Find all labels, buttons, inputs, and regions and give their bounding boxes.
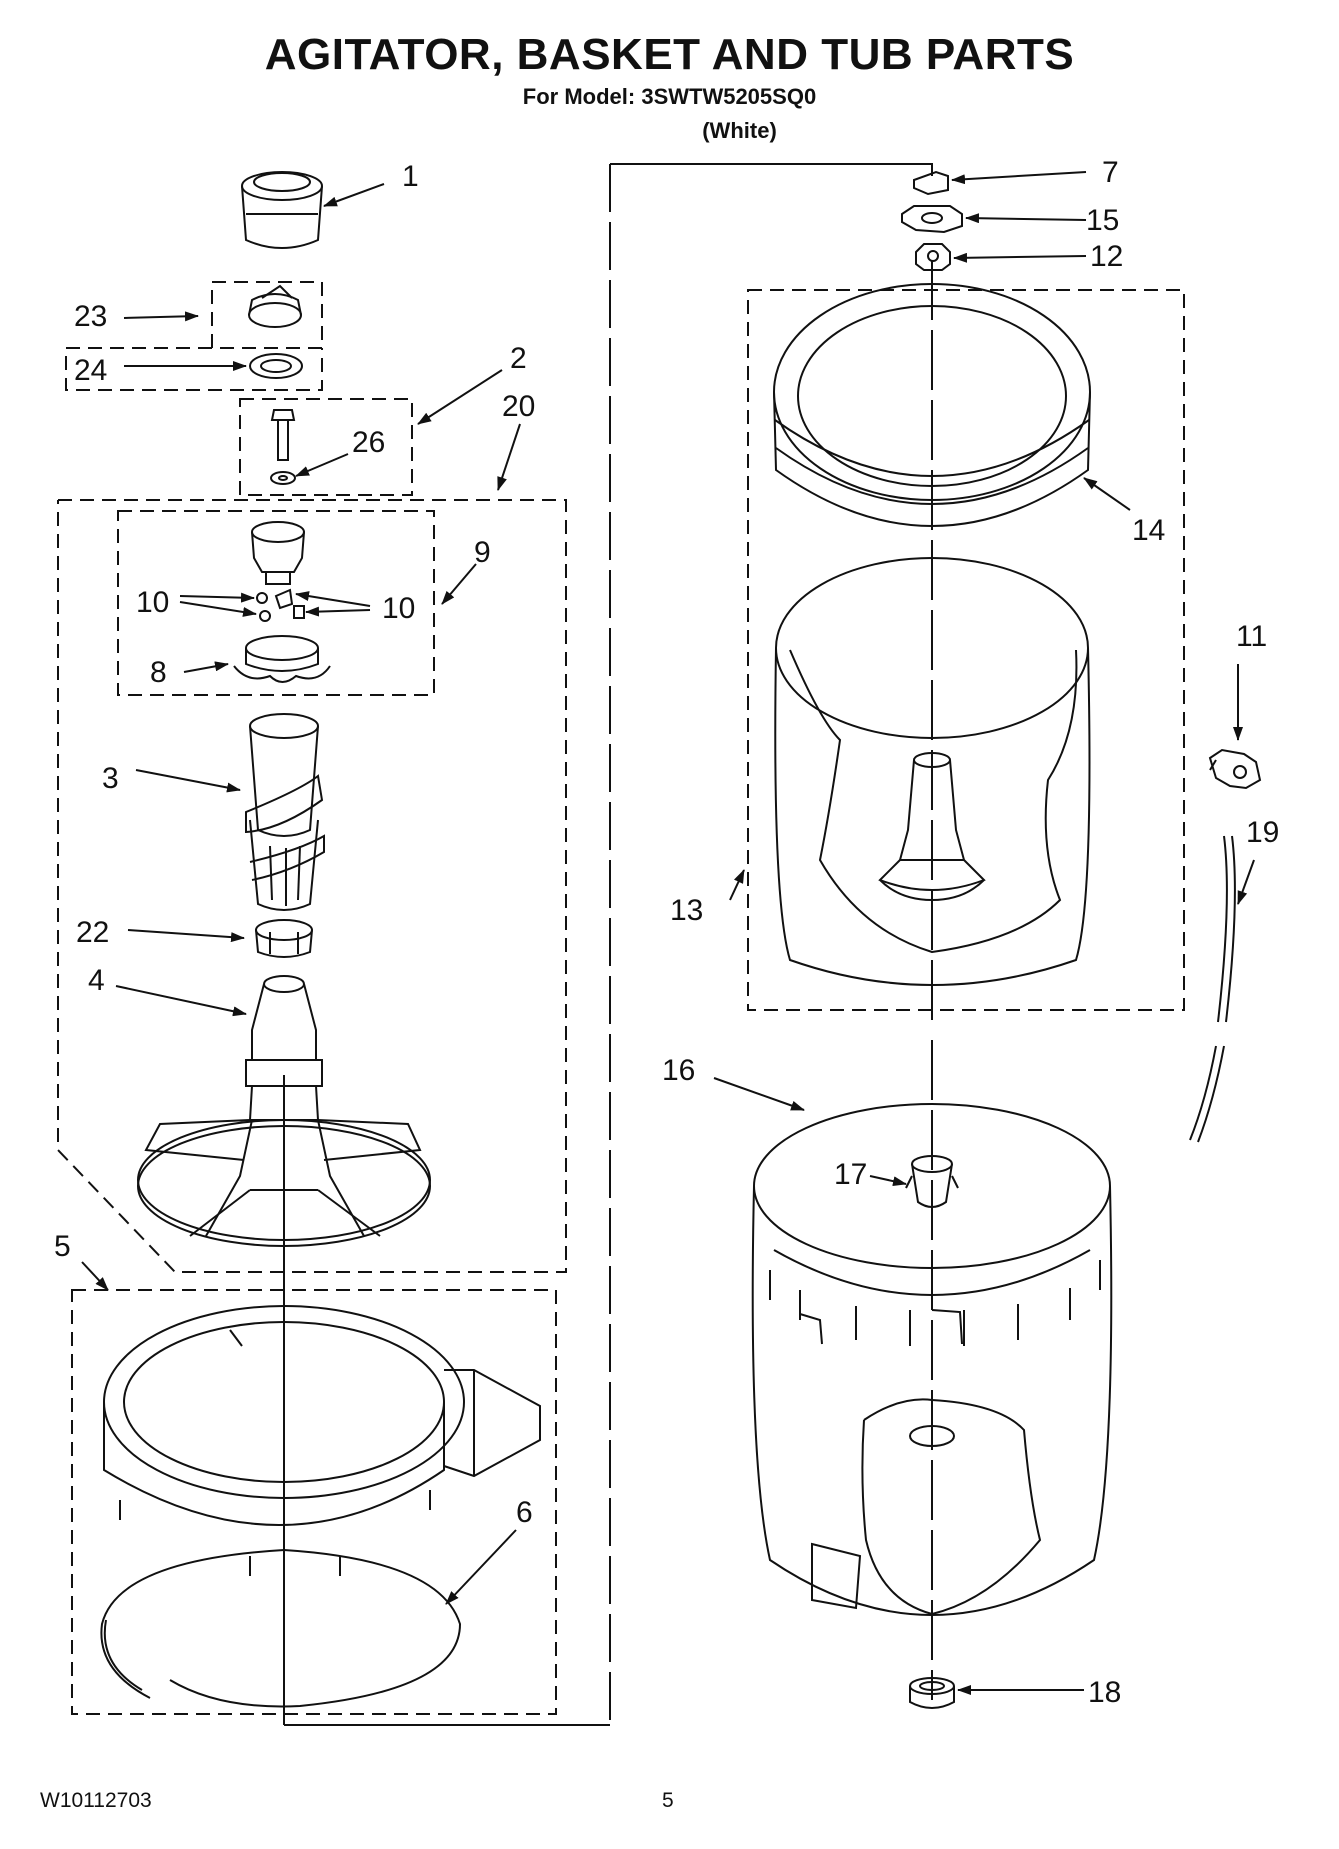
leader-22 [127,929,245,943]
callout-3: 3 [102,762,119,795]
callout-1: 1 [402,160,419,193]
part-1-agitator-cap [241,171,323,249]
callout-19: 19 [1246,816,1279,849]
callout-22: 22 [76,916,109,949]
callout-10b: 10 [382,592,415,625]
document-number: W10112703 [40,1789,152,1812]
leader-12 [953,252,1087,263]
callout-5: 5 [54,1230,71,1263]
connector-line [283,163,933,1726]
part-5-tub-ring [103,1305,541,1576]
leader-17 [869,1175,907,1187]
callout-6: 6 [516,1496,533,1529]
callout-14: 14 [1132,514,1165,547]
callout-23: 23 [74,300,107,333]
part-17-hub-seal [905,1155,959,1208]
callout-26: 26 [352,426,385,459]
group-box-9 [117,510,435,696]
leader-2 [417,369,503,425]
callout-12: 12 [1090,240,1123,273]
group-box-5 [71,1289,557,1715]
part-6-tub-gasket [100,1548,462,1708]
leader-3 [135,769,241,793]
callout-11: 11 [1236,620,1267,653]
group-box-2 [239,398,413,496]
leader-13 [729,869,745,901]
part-7-retainer [913,170,949,196]
part-24-washer [249,353,303,379]
leader-arrows [81,171,1255,1695]
page-title: AGITATOR, BASKET AND TUB PARTS [264,30,1075,79]
leader-10a-upper [179,592,255,603]
callout-7: 7 [1102,156,1119,189]
leader-10a-lower [179,601,257,617]
group-boxes [57,281,1185,1715]
leader-9 [441,563,477,605]
leader-10b-lower [305,606,371,617]
callout-24: 24 [74,354,107,387]
color-subtitle: (White) [702,118,777,143]
part-8-cam-drive [233,635,331,683]
callout-8: 8 [150,656,167,689]
leader-20 [497,423,521,491]
part-15-plate [901,205,963,234]
leader-26 [295,453,349,477]
callout-9: 9 [474,536,491,569]
callout-2: 2 [510,342,527,375]
callout-4: 4 [88,964,105,997]
leader-4 [115,985,247,1017]
part-11-clip [1208,748,1262,790]
part-9-dog-assembly [251,521,305,622]
callout-13: 13 [670,894,703,927]
callout-10a: 10 [136,586,169,619]
leader-15 [965,213,1087,224]
callout-15: 15 [1086,204,1119,237]
leader-5 [81,1261,109,1291]
leader-10b-upper [295,591,371,607]
page-number: 5 [662,1789,674,1812]
part-26-bolt [270,409,296,485]
group-box-20 [57,499,567,1273]
leader-7 [951,171,1087,185]
leader-14 [1083,477,1131,511]
part-23-cap-insert [248,284,302,328]
part-16-outer-tub [751,1103,1113,1616]
part-22-drive-bell [255,919,313,958]
callout-20: 20 [502,390,535,423]
callout-18: 18 [1088,1676,1121,1709]
leader-1 [323,183,385,207]
part-14-balance-ring [773,283,1091,527]
leader-8 [183,661,229,673]
leader-6 [445,1529,517,1605]
part-19-hose [1189,835,1236,1143]
leader-16 [713,1077,805,1111]
leader-19 [1237,859,1255,905]
group-box-24 [65,347,323,391]
group-box-13 [747,289,1185,1011]
callout-labels: 1 2 3 4 5 6 7 8 9 10 10 11 12 13 14 15 1… [54,156,1279,1709]
part-18-bearing [909,1677,955,1709]
part-4-agitator-base [137,975,431,1247]
group-box-23 [211,281,323,349]
part-12-nut [915,243,951,271]
part-13-basket [774,557,1091,986]
leader-23 [123,311,199,322]
callout-17: 17 [834,1158,867,1191]
part-3-auger [245,713,325,911]
callout-16: 16 [662,1054,695,1087]
model-subtitle: For Model: 3SWTW5205SQ0 [522,84,817,109]
